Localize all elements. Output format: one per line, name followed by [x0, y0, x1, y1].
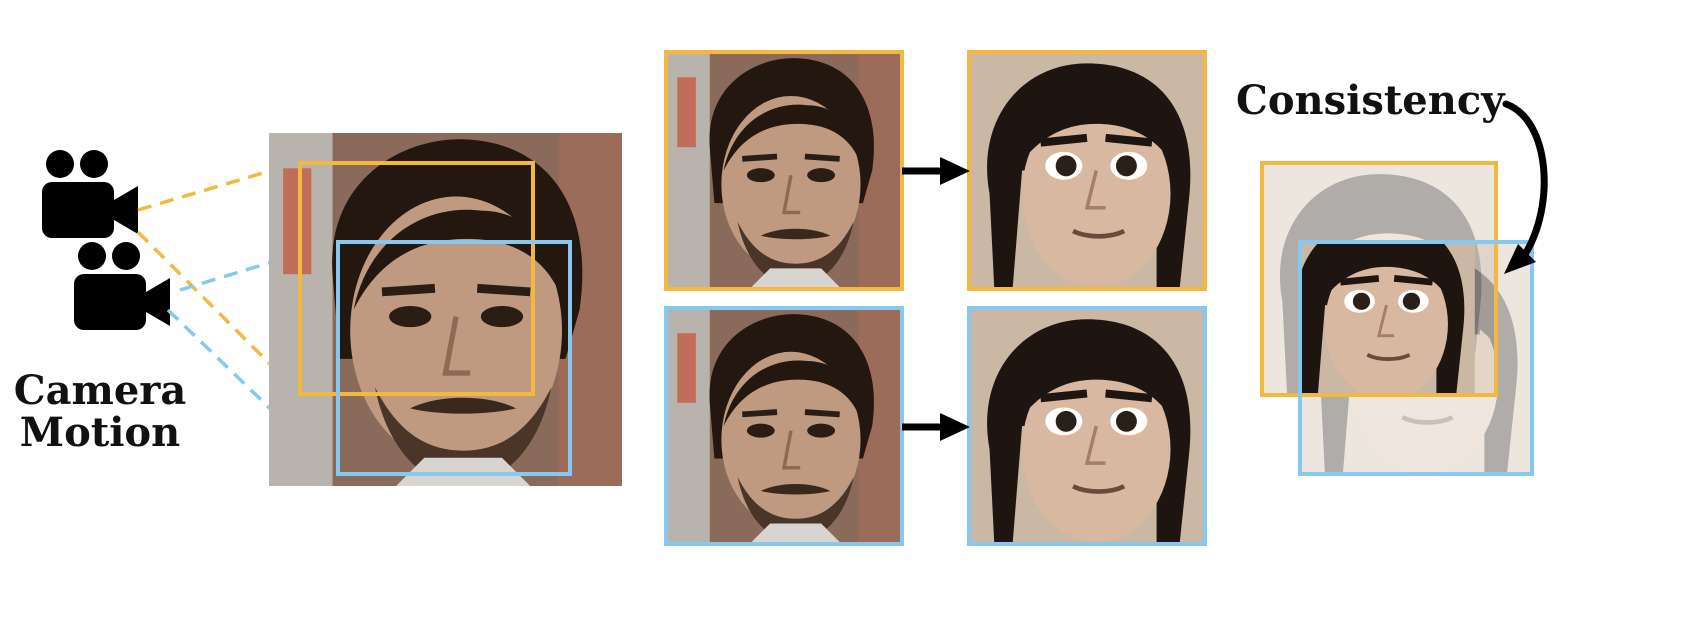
consistency-frame-b-border [1298, 240, 1534, 476]
camera-motion-line2: Motion [19, 409, 181, 456]
camera-motion-label: Camera Motion [0, 370, 200, 454]
crop-box-a [298, 161, 535, 396]
input-crop-b [664, 306, 904, 546]
consistency-frame-a-border [1260, 161, 1498, 397]
video-camera-icon [42, 150, 138, 238]
input-crop-a [664, 50, 904, 291]
output-crop-b [967, 306, 1207, 546]
camera-motion-line1: Camera [13, 367, 187, 414]
consistency-label: Consistency [1236, 77, 1505, 124]
arrow-right-icon [902, 413, 970, 441]
video-camera-icon [74, 242, 170, 330]
curved-arrow-icon [1502, 100, 1548, 274]
crop-box-b [336, 240, 572, 476]
output-crop-a [967, 50, 1207, 291]
arrow-right-icon [902, 157, 970, 185]
